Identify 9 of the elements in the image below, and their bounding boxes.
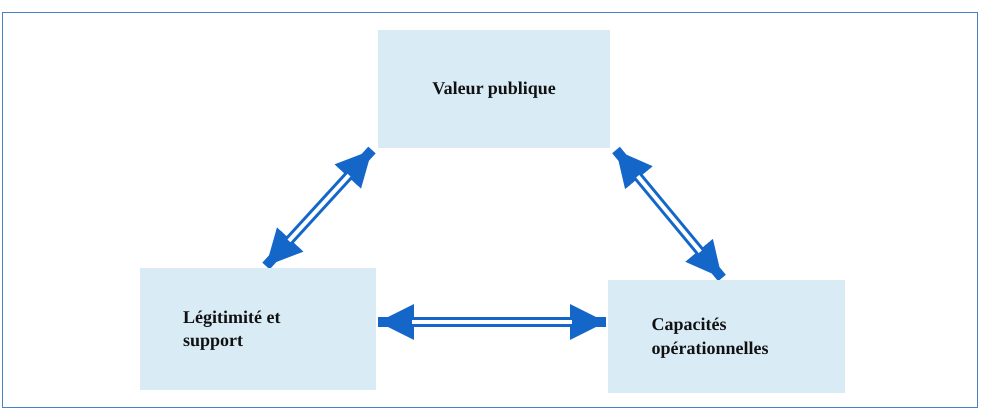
box-label: Capacités opérationnelles <box>652 313 770 360</box>
box-label: Légitimité et support <box>183 306 282 352</box>
box-label: Valeur publique <box>432 77 556 100</box>
concept-box <box>378 30 610 148</box>
concept-box <box>140 268 376 390</box>
double-arrow <box>612 146 726 282</box>
concept-box <box>608 280 845 393</box>
double-arrow <box>378 304 606 340</box>
double-arrow <box>262 146 376 270</box>
